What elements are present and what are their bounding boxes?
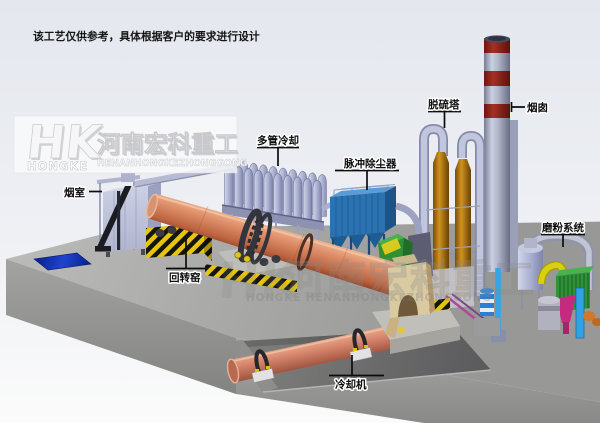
label-smoke-chamber: 烟室 [63, 185, 102, 201]
kiln-head [372, 254, 460, 354]
striped-bin [474, 288, 500, 336]
chute [96, 186, 132, 248]
hopper [348, 233, 366, 250]
disclaimer: 该工艺仅供参考，具体根据客户的要求进行设计 [33, 29, 260, 43]
manifold-duct [222, 205, 324, 231]
svg-text:多管冷却: 多管冷却 [257, 134, 299, 147]
kiln-hood [388, 262, 430, 318]
label-chimney: 烟囱 [510, 100, 550, 116]
watermark-center: HK 河南宏科重工 HONGKE HENANHONGKEZHONGGONG [217, 252, 536, 310]
label-cooling-machine: 冷却机 [329, 355, 384, 393]
cooler-end-cap [226, 358, 240, 384]
svg-text:HK: HK [24, 115, 106, 169]
label-multi-tube-cooler: 多管冷却 [256, 133, 301, 166]
svg-text:脱硫塔: 脱硫塔 [428, 98, 460, 111]
label-desulfurization-tower: 脱硫塔 [427, 97, 461, 128]
tower-2 [455, 159, 471, 298]
kiln-band [296, 233, 314, 271]
svg-text:烟室: 烟室 [64, 186, 85, 199]
mill [538, 300, 560, 330]
hk-logo: HK HK [24, 115, 108, 171]
watermark-brand-cn: 河南宏科重工 [97, 130, 238, 158]
hopper [330, 235, 348, 251]
chimney-band [484, 39, 510, 53]
chimney-back-pipe [509, 120, 518, 268]
tower-1 [433, 152, 449, 296]
yellow-part [381, 238, 401, 255]
smoke-chamber [95, 163, 234, 257]
label-grinding-system: 磨粉系统 [540, 220, 586, 247]
hopper [366, 232, 385, 248]
blue-pool [33, 252, 92, 271]
hazard-wall-front [205, 264, 297, 292]
watermark-logo-caption: HONGKE [27, 159, 88, 173]
svg-text:回转窑: 回转窑 [169, 271, 201, 284]
label-rotary-kiln: 回转窑 [166, 238, 206, 286]
pulse-dust-collector [330, 183, 423, 262]
svg-text:磨粉系统: 磨粉系统 [541, 221, 584, 234]
watermark-brand-en: HENANHONGKEZHONGGONG [97, 158, 247, 169]
watermark-brand-shadow: 河南宏科重工 [99, 132, 240, 160]
chimney [484, 35, 518, 272]
svg-text:HK: HK [26, 117, 108, 171]
cooler-chute [385, 316, 400, 338]
rotary-kiln [145, 193, 402, 296]
watermark-panel: HK HK HONGKE 河南宏科重工 河南宏科重工 HENANHONGKEZH… [13, 115, 248, 174]
blue-duct [575, 287, 585, 339]
watermark-center-en: HONGKE HENANHONGKEZHONGGONG [246, 292, 491, 304]
kiln-rollers [155, 226, 281, 266]
hk-logo-center: HK [217, 252, 303, 310]
label-pulse-dust-collector: 脉冲除尘器 [335, 156, 399, 190]
watermark-center-cn: 河南宏科重工 [284, 257, 536, 303]
chimney-band [484, 71, 510, 86]
magenta-hopper [556, 295, 576, 323]
svg-text:脉冲除尘器: 脉冲除尘器 [343, 157, 397, 170]
cooling-machine [226, 319, 423, 384]
svg-text:烟囱: 烟囱 [527, 101, 548, 114]
labels: 烟室 多管冷却 脉冲除尘器 脱硫塔 烟囱 磨粉系统 回转窑 冷却机 [63, 97, 586, 393]
chimney-band [484, 104, 510, 118]
hood-arch [398, 295, 418, 317]
svg-text:冷却机: 冷却机 [335, 378, 367, 391]
grinding-system [518, 230, 600, 339]
